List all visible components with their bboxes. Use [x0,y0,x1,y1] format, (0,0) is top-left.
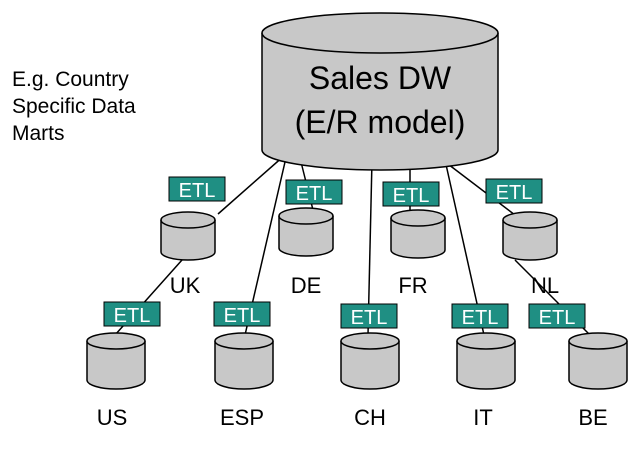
label-be: BE [578,405,607,430]
mart-cylinder-esp [214,332,274,390]
etl-label-esp: ETL [224,305,261,327]
mart-cylinder-us [86,332,146,390]
mart-cylinder-be [568,332,628,390]
mart-cylinder-fr [390,209,446,259]
etl-label-nl: ETL [496,182,533,204]
label-esp: ESP [220,405,264,430]
etl-badge-it: ETL [451,303,509,329]
etl-label-be: ETL [539,307,576,329]
connector-dw-uk [217,154,286,215]
side-note: E.g. Country Specific Data Marts [12,66,212,147]
etl-badge-esp: ETL [213,301,271,327]
etl-label-us: ETL [114,305,151,327]
etl-badge-fr: ETL [382,181,440,207]
label-it: IT [473,405,493,430]
sales-dw-body [261,33,499,171]
sales-dw-top [261,12,499,54]
mart-cylinder-ch [340,332,400,390]
sales-dw-title: Sales DW [309,60,452,96]
etl-badge-us: ETL [103,301,161,327]
etl-badge-ch: ETL [340,303,398,329]
label-nl: NL [531,273,559,298]
sales-dw-subtitle: (E/R model) [295,104,466,140]
etl-label-uk: ETL [179,180,216,202]
mart-cylinder-de [278,207,334,257]
etl-label-ch: ETL [351,307,388,329]
mart-cylinder-it [456,332,516,390]
connector-dw-nl [439,157,516,216]
etl-badge-be: ETL [528,303,586,329]
etl-badge-uk: ETL [168,176,226,202]
mart-cylinder-nl [502,211,558,261]
label-fr: FR [398,273,427,298]
label-de: DE [291,273,322,298]
side-note-line-3: Marts [12,122,65,145]
label-ch: CH [354,405,386,430]
label-uk: UK [170,273,201,298]
label-us: US [97,405,128,430]
etl-label-it: ETL [462,307,499,329]
etl-badge-nl: ETL [485,178,543,204]
side-note-line-1: E.g. Country [12,68,129,91]
sales-dw-cylinder: Sales DW (E/R model) [261,12,499,171]
side-note-line-2: Specific Data [12,95,136,118]
mart-cylinder-uk [160,211,216,261]
etl-label-de: ETL [296,183,333,205]
etl-label-fr: ETL [393,185,430,207]
etl-badge-de: ETL [285,179,343,205]
